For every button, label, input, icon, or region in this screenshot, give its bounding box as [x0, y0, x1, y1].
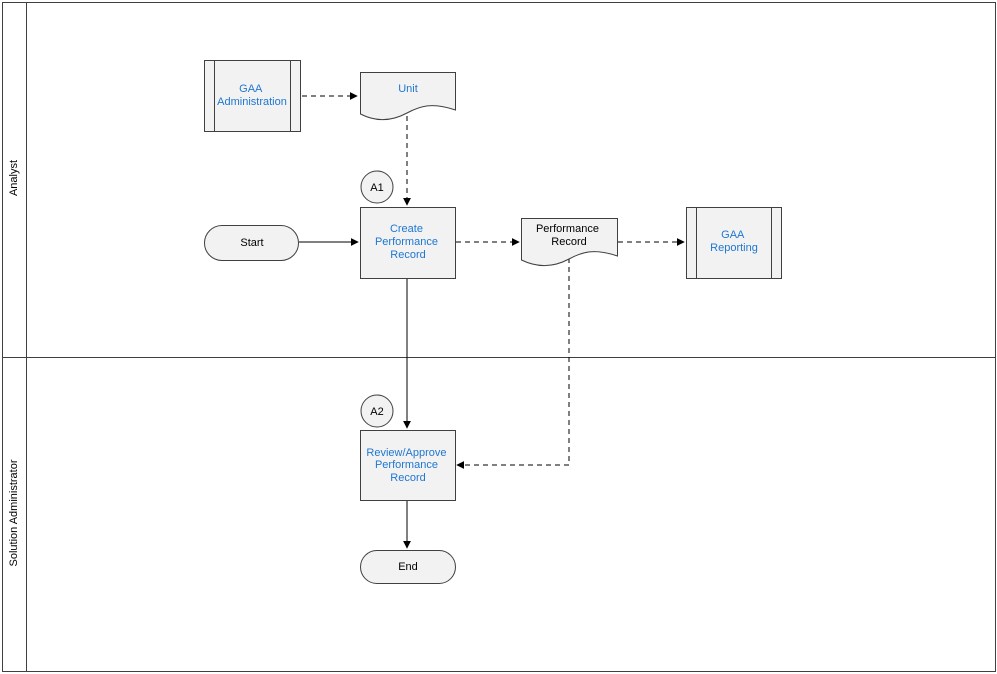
step-marker-a2-label: A2 — [370, 406, 383, 418]
svg-text:GAA Reporting: GAA Reporting — [710, 229, 758, 254]
connectors — [299, 92, 685, 549]
lane-label-analyst: Analyst — [8, 160, 20, 196]
review-approve-performance-record-step[interactable]: Review/Approve Performance Record — [360, 430, 456, 501]
performance-record-label-line2: Record — [551, 236, 586, 248]
unit-document[interactable]: Unit — [360, 72, 456, 120]
create-record-label-line2: Performance — [375, 236, 438, 248]
end-terminator: End — [360, 550, 456, 584]
step-marker-a1-label: A1 — [370, 182, 383, 194]
step-marker-a2: A2 — [360, 394, 394, 428]
unit-label: Unit — [398, 83, 418, 95]
svg-text:Performance Record: Performance Record — [536, 223, 602, 248]
create-record-label-line3: Record — [390, 249, 425, 261]
gaa-reporting-label-line1: GAA — [721, 229, 745, 241]
lane-label-solution-administrator: Solution Administrator — [8, 459, 20, 566]
review-record-label-line1: Review/Approve — [366, 447, 446, 459]
svg-text:Unit: Unit — [398, 83, 418, 95]
performance-record-label-line1: Performance — [536, 223, 599, 235]
connector-performance-record-to-review-record — [456, 258, 570, 469]
gaa-administration-label-line1: GAA — [239, 83, 263, 95]
review-record-label-line3: Record — [390, 472, 425, 484]
start-terminator: Start — [204, 225, 299, 261]
step-marker-a1: A1 — [360, 170, 394, 204]
create-performance-record-step[interactable]: Create Performance Record — [360, 207, 456, 279]
review-record-label-line2: Performance — [375, 459, 438, 471]
start-label: Start — [240, 237, 263, 249]
gaa-administration-label-line2: Administration — [217, 96, 287, 108]
svg-text:Create Performance: Create Performance Record — [375, 223, 441, 261]
svg-text:Review/Approve Performan: Review/Approve Performance Record — [366, 447, 449, 484]
svg-text:GAA Administration: GAA Administration — [217, 83, 287, 108]
performance-record-document: Performance Record — [521, 218, 618, 266]
end-label: End — [398, 561, 418, 573]
gaa-reporting-subprocess[interactable]: GAA Reporting — [686, 207, 782, 279]
gaa-reporting-label-line2: Reporting — [710, 242, 758, 254]
create-record-label-line1: Create — [390, 223, 423, 235]
gaa-administration-subprocess[interactable]: GAA Administration — [204, 60, 301, 132]
